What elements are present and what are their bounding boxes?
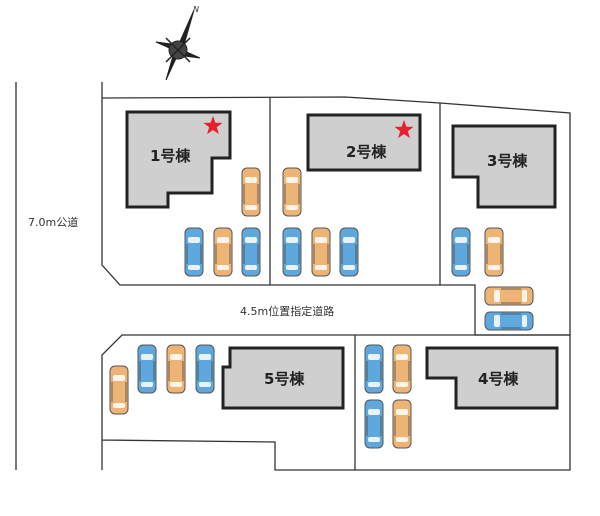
car-icon	[241, 227, 261, 277]
building-4-label: 4号棟	[478, 370, 519, 388]
building-4	[425, 346, 559, 410]
lot-boundaries	[101, 82, 571, 471]
building-1-label: 1号棟	[150, 147, 191, 165]
car-icon	[451, 227, 471, 277]
car-icon	[364, 344, 384, 394]
car-icon	[484, 227, 504, 277]
car-icon	[364, 399, 384, 449]
car-icon	[241, 167, 261, 217]
star-icon	[203, 116, 223, 135]
car-icon	[339, 227, 359, 277]
car-icon	[109, 365, 129, 415]
car-icon	[137, 344, 157, 394]
public-road-label: 7.0m公道	[28, 215, 78, 229]
building-5	[221, 346, 345, 410]
car-icon	[213, 227, 233, 277]
car-icon	[484, 286, 534, 306]
car-icon	[184, 227, 204, 277]
car-icon	[282, 227, 302, 277]
building-2-label: 2号棟	[346, 143, 387, 161]
car-icon	[484, 311, 534, 331]
car-icon	[166, 344, 186, 394]
north-label: N	[193, 5, 199, 14]
building-1	[125, 110, 232, 209]
car-icon	[311, 227, 331, 277]
building-2	[306, 113, 422, 172]
building-3-label: 3号棟	[487, 152, 528, 170]
building-3	[451, 124, 557, 209]
car-icon	[195, 344, 215, 394]
private-road-label: 4.5m位置指定道路	[240, 304, 334, 318]
car-icon	[392, 399, 412, 449]
star-icon	[394, 120, 414, 139]
building-5-label: 5号棟	[264, 370, 305, 388]
car-icon	[392, 344, 412, 394]
compass-icon: N	[155, 5, 201, 81]
car-icon	[282, 167, 302, 217]
